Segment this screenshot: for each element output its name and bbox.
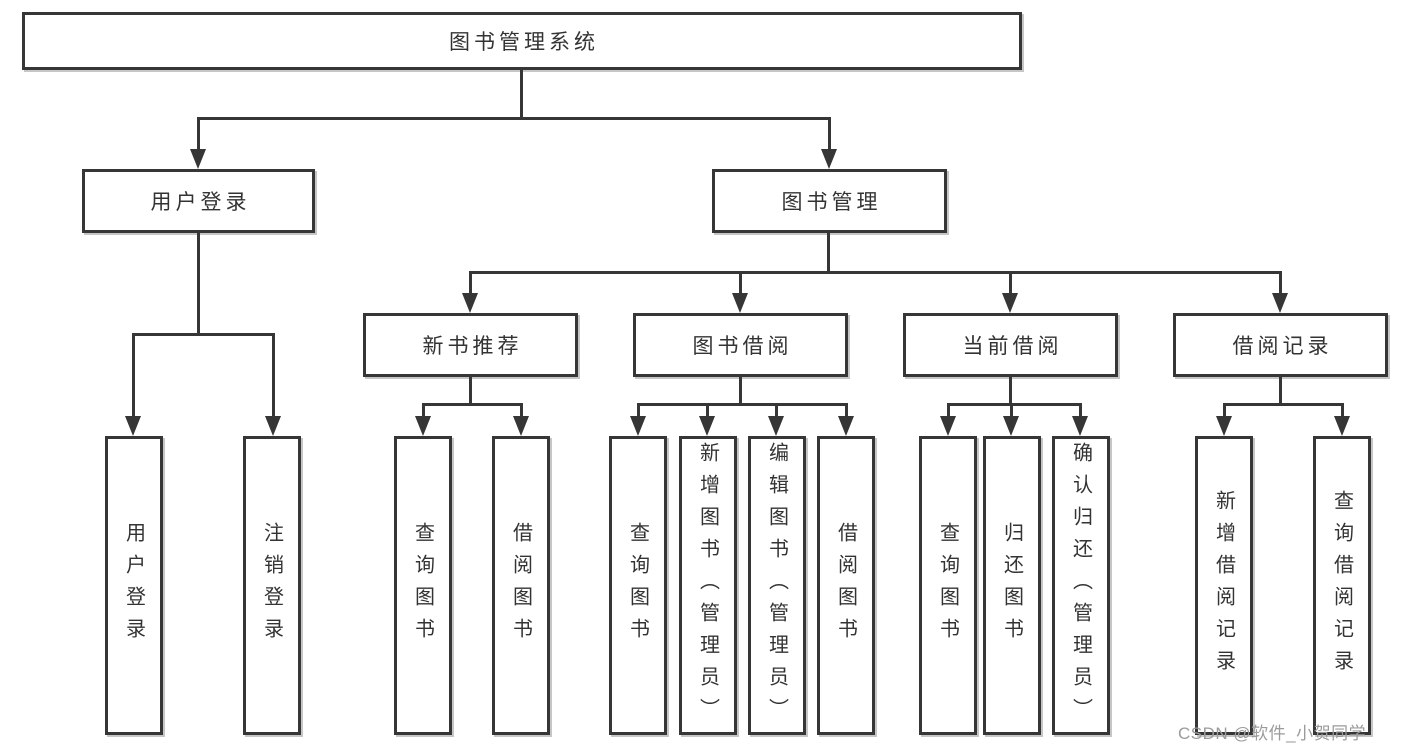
node-new-book-recommend: 新书推荐	[363, 313, 578, 377]
connector-line	[1223, 403, 1344, 406]
connector-line	[1010, 403, 1013, 420]
arrowhead-icon	[1216, 416, 1232, 436]
arrowhead-icon	[265, 416, 281, 436]
connector-line	[739, 271, 742, 297]
leaf-borrowing-query-books-label: 查询图书	[626, 521, 649, 650]
connector-line	[828, 117, 831, 155]
connector-line	[422, 403, 523, 406]
connector-line	[469, 271, 472, 297]
leaf-recommend-borrow-books: 借阅图书	[492, 436, 550, 735]
leaf-borrow-books: 借阅图书	[817, 436, 875, 735]
arrowhead-icon	[415, 416, 431, 436]
connector-line	[637, 403, 848, 406]
node-borrowing-records-label: 借阅记录	[1232, 335, 1333, 358]
node-library-system-label: 图书管理系统	[449, 31, 599, 54]
connector-line	[1079, 403, 1082, 420]
leaf-add-books-admin-label: 新增图书（管理员）	[696, 441, 719, 730]
leaf-recommend-borrow-books-label: 借阅图书	[509, 521, 532, 650]
leaf-confirm-return-admin-label: 确认归还（管理员）	[1069, 441, 1092, 730]
arrowhead-icon	[699, 416, 715, 436]
node-book-borrowing-label: 图书借阅	[692, 335, 793, 358]
connector-line	[469, 271, 1282, 274]
connector-line	[422, 403, 425, 420]
connector-line	[947, 403, 1082, 406]
node-new-book-recommend-label: 新书推荐	[422, 335, 523, 358]
arrowhead-icon	[513, 416, 529, 436]
connector-line	[1341, 403, 1344, 420]
node-library-system: 图书管理系统	[22, 12, 1022, 70]
node-user-login: 用户登录	[82, 169, 315, 233]
connector-line	[827, 233, 830, 273]
arrowhead-icon	[1072, 416, 1088, 436]
leaf-recommend-query-books: 查询图书	[394, 436, 452, 735]
arrowhead-icon	[190, 149, 206, 169]
leaf-return-books: 归还图书	[983, 436, 1041, 735]
arrowhead-icon	[462, 293, 478, 313]
leaf-user-login-label: 用户登录	[122, 521, 145, 650]
arrowhead-icon	[940, 416, 956, 436]
arrowhead-icon	[821, 149, 837, 169]
arrowhead-icon	[1272, 293, 1288, 313]
leaf-add-borrow-record: 新增借阅记录	[1195, 436, 1253, 735]
leaf-current-query-books-label: 查询图书	[936, 521, 959, 650]
leaf-query-borrow-record: 查询借阅记录	[1313, 436, 1371, 735]
leaf-return-books-label: 归还图书	[1000, 521, 1023, 650]
connector-line	[197, 233, 200, 336]
connector-line	[739, 377, 742, 406]
arrowhead-icon	[768, 416, 784, 436]
connector-line	[197, 117, 831, 120]
arrowhead-icon	[1002, 293, 1018, 313]
connector-line	[1279, 271, 1282, 297]
leaf-query-borrow-record-label: 查询借阅记录	[1330, 489, 1353, 682]
arrowhead-icon	[1334, 416, 1350, 436]
connector-line	[197, 117, 200, 155]
leaf-add-borrow-record-label: 新增借阅记录	[1212, 489, 1235, 682]
node-book-management-label: 图书管理	[781, 191, 882, 214]
arrowhead-icon	[125, 416, 141, 436]
connector-line	[132, 333, 135, 419]
connector-line	[845, 403, 848, 420]
connector-line	[1223, 403, 1226, 420]
node-book-borrowing: 图书借阅	[633, 313, 848, 377]
leaf-confirm-return-admin: 确认归还（管理员）	[1052, 436, 1110, 735]
leaf-borrowing-query-books: 查询图书	[609, 436, 667, 735]
leaf-current-query-books: 查询图书	[919, 436, 977, 735]
node-book-management: 图书管理	[712, 169, 947, 233]
connector-line	[947, 403, 950, 420]
arrowhead-icon	[732, 293, 748, 313]
connector-line	[1009, 271, 1012, 297]
node-current-borrowing: 当前借阅	[903, 313, 1118, 377]
arrowhead-icon	[838, 416, 854, 436]
connector-line	[775, 403, 778, 420]
leaf-logout-label: 注销登录	[260, 521, 283, 650]
connector-line	[1009, 377, 1012, 406]
node-user-login-label: 用户登录	[150, 191, 251, 214]
connector-line	[1279, 377, 1282, 406]
arrowhead-icon	[1003, 416, 1019, 436]
csdn-watermark: CSDN @软件_小贺同学	[1178, 724, 1367, 743]
connector-line	[272, 333, 275, 419]
leaf-edit-books-admin: 编辑图书（管理员）	[748, 436, 806, 735]
leaf-recommend-query-books-label: 查询图书	[411, 521, 434, 650]
connector-line	[132, 333, 275, 336]
leaf-user-login: 用户登录	[105, 436, 163, 735]
connector-line	[520, 403, 523, 420]
connector-line	[637, 403, 640, 420]
leaf-edit-books-admin-label: 编辑图书（管理员）	[765, 441, 788, 730]
node-current-borrowing-label: 当前借阅	[962, 335, 1063, 358]
arrowhead-icon	[630, 416, 646, 436]
leaf-logout: 注销登录	[243, 436, 301, 735]
leaf-borrow-books-label: 借阅图书	[834, 521, 857, 650]
connector-line	[469, 377, 472, 406]
node-borrowing-records: 借阅记录	[1173, 313, 1388, 377]
leaf-add-books-admin: 新增图书（管理员）	[679, 436, 737, 735]
connector-line	[706, 403, 709, 420]
connector-line	[520, 70, 523, 118]
